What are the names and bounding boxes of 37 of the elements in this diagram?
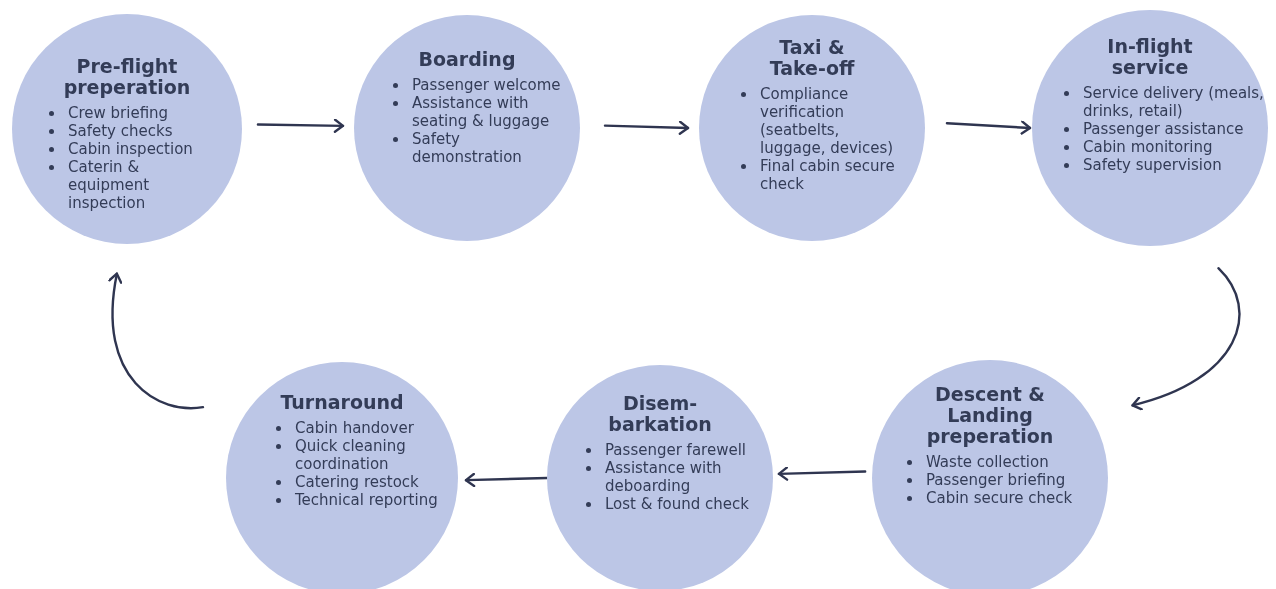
task-text: Catering restock [295,473,419,491]
task-text: Passenger briefing [926,471,1066,489]
task-text: Assistance with deboarding [605,459,723,495]
stage-title: Pre-flight preperation [62,56,192,98]
task-text: Crew briefing [68,104,169,122]
task-text: Cabin secure check [926,489,1073,507]
task-text: Safety demonstration [412,130,523,166]
stage-title: Descent & Landing preperation [925,384,1055,447]
task-text: Technical reporting [295,491,438,509]
stage-title: In-flight service [1106,36,1194,78]
task-text: Caterin & equipment inspection [68,158,151,212]
stage-title: Turnaround [279,392,405,413]
task-text: Cabin inspection [68,140,193,158]
arrow [945,120,1032,135]
arrow [464,472,549,488]
task-text: Service delivery (meals, drinks, retail) [1083,84,1265,120]
task-text: Safety supervision [1083,156,1222,174]
arrow [603,120,690,135]
task-text: Cabin monitoring [1083,138,1213,156]
task-text: Assistance with seating & luggage [412,94,551,130]
task-text: Passenger welcome [412,76,561,94]
stage-title: Taxi & Take-off [768,37,856,79]
task-text: Waste collection [926,453,1049,471]
task-text: Passenger farewell [605,441,746,459]
arrow [108,272,205,410]
task-text: Final cabin secure check [760,157,896,193]
task-text: Passenger assistance [1083,120,1244,138]
arrow [256,118,345,133]
arrow [1131,267,1241,411]
task-text: Quick cleaning coordination [295,437,407,473]
arrow [777,466,867,481]
task-text: Lost & found check [605,495,749,513]
stage-title: Disem-barkation [607,393,713,435]
task-text: Cabin handover [295,419,414,437]
task-text: Compliance verification (seatbelts, luggage, devices) [760,85,895,157]
stage-title: Boarding [417,49,517,70]
task-text: Safety checks [68,122,173,140]
